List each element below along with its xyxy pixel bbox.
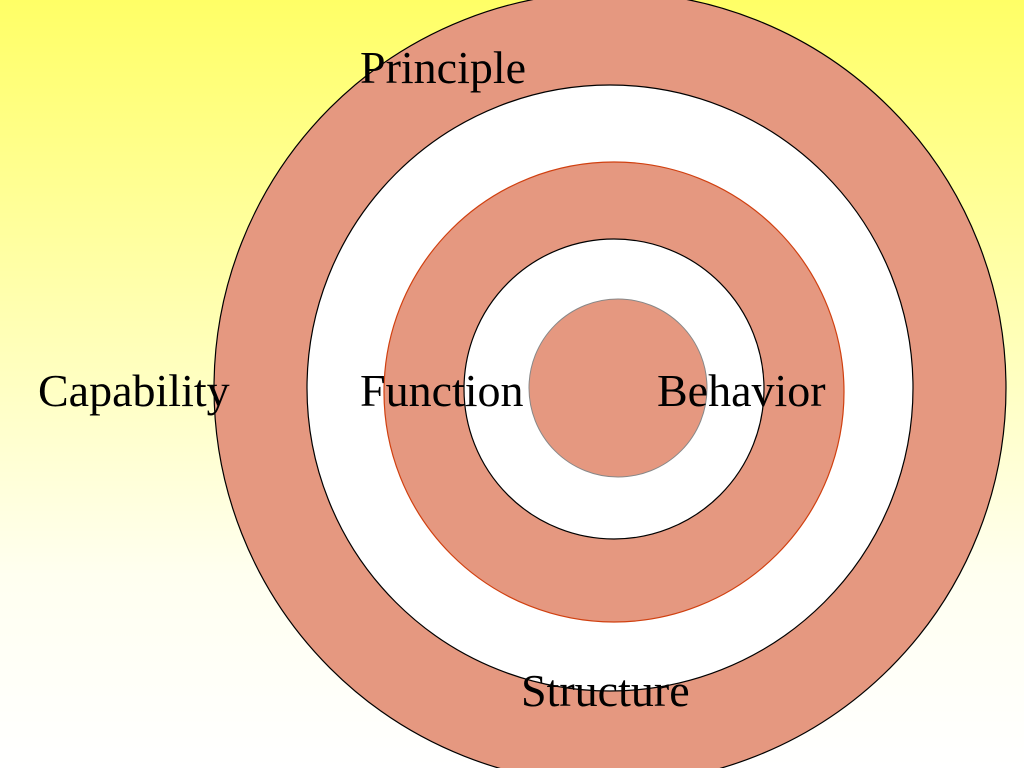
center-disc <box>528 298 708 478</box>
label-function: Function <box>360 365 524 416</box>
label-structure: Structure <box>521 665 690 716</box>
label-behavior: Behavior <box>657 365 826 416</box>
label-capability: Capability <box>38 365 230 416</box>
label-principle: Principle <box>360 42 527 93</box>
